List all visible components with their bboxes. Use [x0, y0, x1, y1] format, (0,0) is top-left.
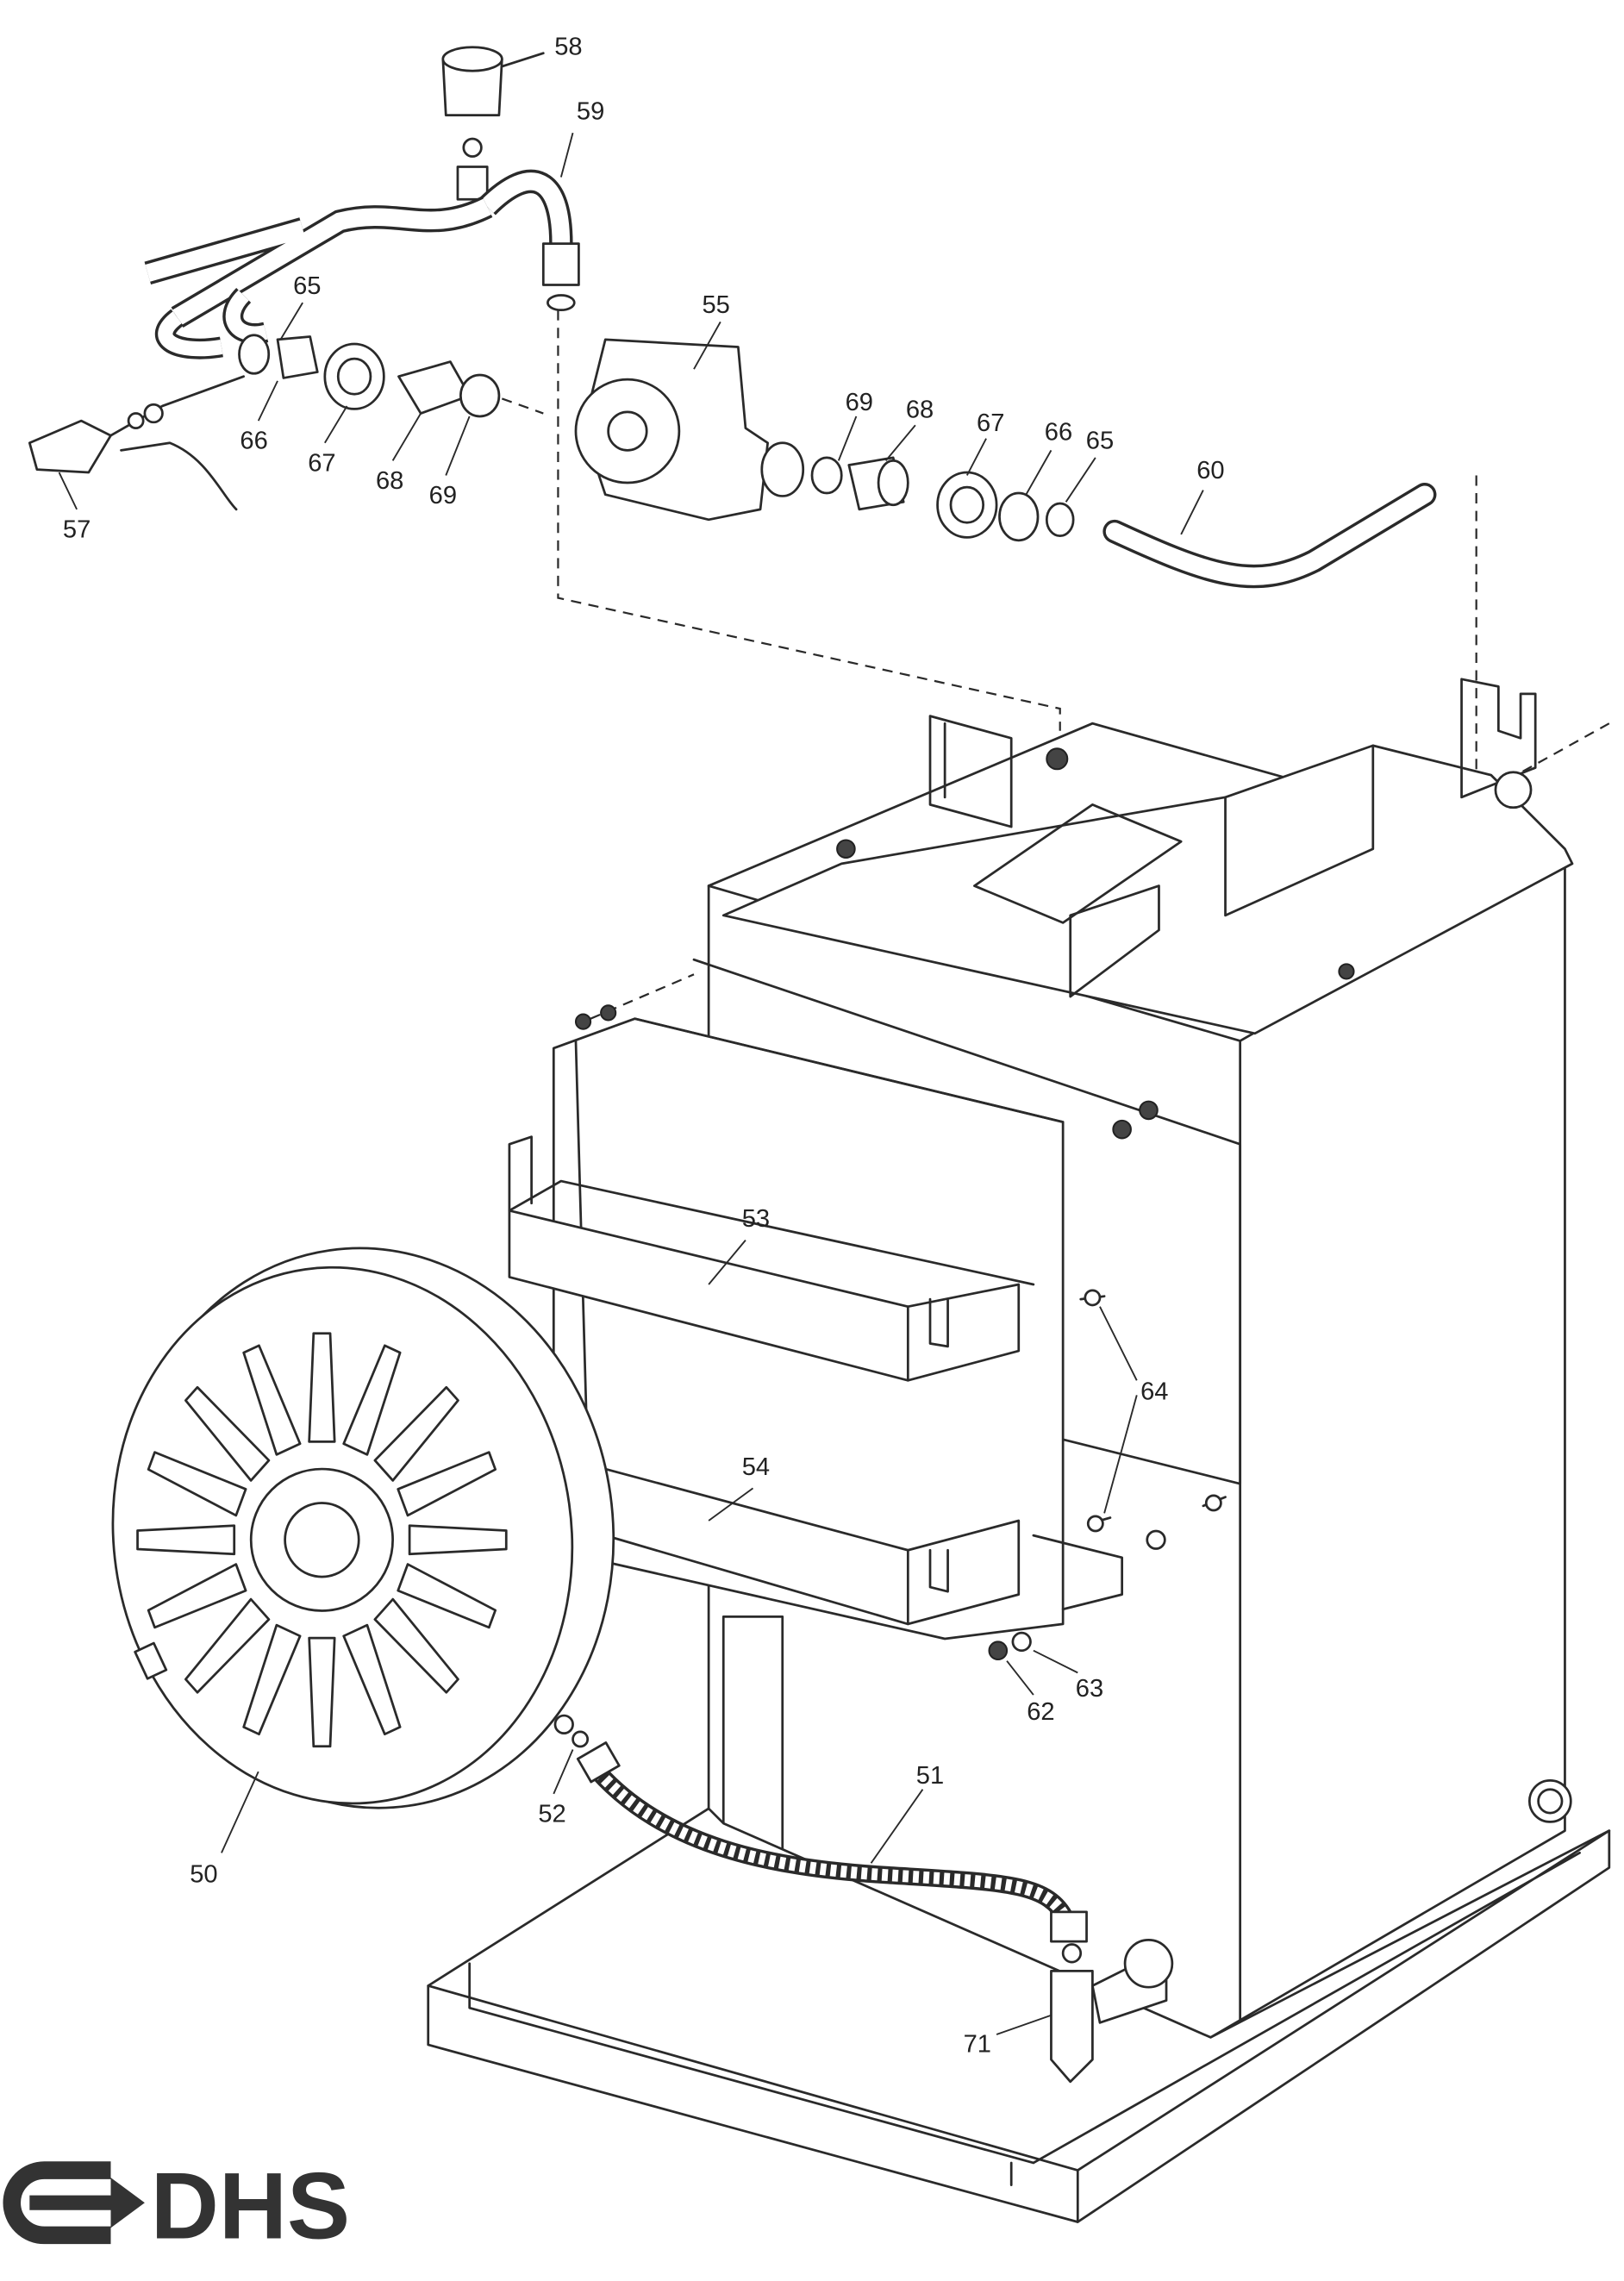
flexible-hose: [553, 1714, 1088, 1943]
bracket-53: [508, 1135, 1035, 1382]
callout-67: 67: [308, 449, 335, 477]
callout-66b: 66: [1045, 418, 1072, 446]
callout-51: 51: [916, 1762, 944, 1790]
expansion-vessel: [111, 1247, 615, 1809]
pipe-59: [144, 169, 580, 359]
pump-55: [574, 338, 805, 522]
callout-69b: 69: [846, 389, 873, 416]
vessel-rib: [184, 1385, 271, 1482]
right-fittings: [810, 456, 1075, 542]
callout-57: 57: [63, 516, 91, 543]
vessel-rib: [397, 1563, 497, 1629]
callout-66: 66: [240, 428, 267, 455]
vessel-rib: [242, 1623, 302, 1736]
fasteners: [988, 1289, 1227, 1661]
leader-lines: [58, 132, 1204, 2035]
callout-62: 62: [1027, 1698, 1054, 1726]
callout-60: 60: [1196, 457, 1224, 484]
callout-54: 54: [742, 1453, 770, 1481]
callout-71: 71: [964, 2031, 991, 2059]
callout-65: 65: [293, 272, 321, 300]
vessel-rib: [373, 1385, 459, 1482]
vessel-rib: [342, 1344, 402, 1456]
vessel-rib: [184, 1597, 271, 1694]
vessel-rib: [342, 1623, 402, 1736]
base-tray: [427, 1807, 1611, 2223]
bracket-54: [603, 1467, 1124, 1626]
callout-65b: 65: [1086, 428, 1114, 455]
vessel-rib: [408, 1524, 508, 1556]
left-fittings: [28, 334, 501, 511]
dhs-logo: DHS: [3, 2153, 350, 2259]
callout-53: 53: [742, 1205, 770, 1233]
air-vent-58: [441, 46, 545, 201]
vessel-rib: [308, 1636, 336, 1748]
callout-64: 64: [1140, 1378, 1168, 1406]
callout-50: 50: [190, 1861, 217, 1889]
vessel-rib: [397, 1451, 497, 1517]
callout-63: 63: [1076, 1675, 1103, 1703]
callout-58: 58: [554, 33, 582, 60]
callout-59: 59: [577, 98, 604, 126]
callout-68b: 68: [906, 397, 934, 424]
pipe-60: [1102, 483, 1437, 589]
vessel-rib: [147, 1563, 247, 1629]
callout-68: 68: [376, 467, 403, 495]
callout-67b: 67: [977, 409, 1004, 437]
valve-71: [1050, 1939, 1174, 2084]
boiler-chassis: [692, 678, 1574, 2039]
vessel-rib: [242, 1344, 302, 1456]
logo-text: DHS: [151, 2153, 350, 2259]
vessel-rib: [308, 1332, 336, 1443]
callout-55: 55: [702, 291, 729, 319]
vessel-ribs: [136, 1332, 508, 1748]
vessel-rib: [147, 1451, 247, 1517]
vessel-rib: [373, 1597, 459, 1694]
vessel-rib: [136, 1524, 236, 1556]
callout-labels: 58 59 65 66 67 68 69 57 55 69 68 67 66 6…: [63, 33, 1225, 2058]
callout-69: 69: [429, 482, 457, 509]
callout-52: 52: [538, 1800, 565, 1828]
